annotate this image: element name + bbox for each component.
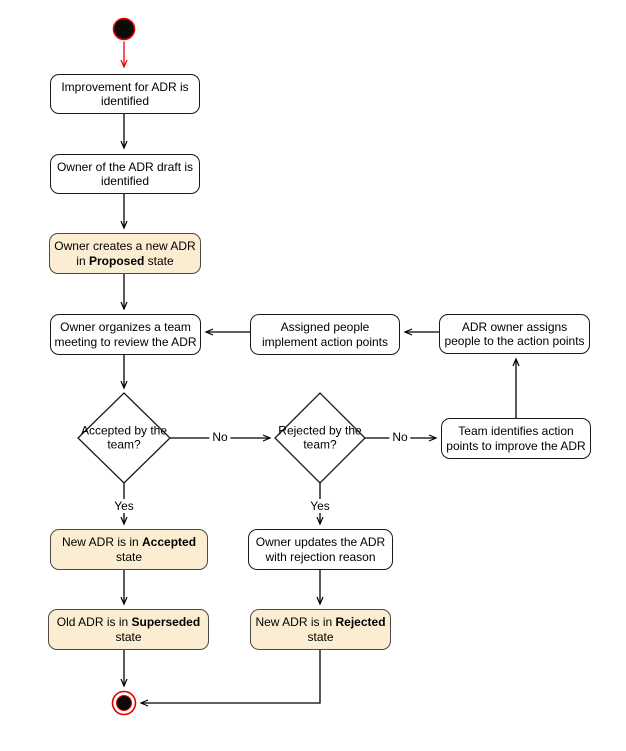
- node-owner-label: Owner of the ADR draft is identified: [56, 159, 194, 188]
- node-rejected-state: New ADR is in Rejected state: [250, 609, 391, 650]
- node-team-meeting: Owner organizes a team meeting to review…: [50, 314, 201, 355]
- node-accepted-state-label: New ADR is in Accepted state: [61, 535, 197, 564]
- node-proposed-state: Owner creates a new ADR in Proposed stat…: [49, 233, 201, 274]
- edge-label-accepted-yes: Yes: [111, 499, 137, 513]
- node-improvement-identified: Improvement for ADR is identified: [50, 74, 200, 114]
- edge-label-rejected-yes: Yes: [307, 499, 333, 513]
- node-superseded-state-label: Old ADR is in Superseded state: [56, 615, 201, 644]
- edge-label-accepted-no: No: [209, 430, 231, 444]
- initial-state-icon: [112, 17, 136, 41]
- node-identify-label: Team identifies action points to improve…: [446, 424, 586, 453]
- node-update-rejection: Owner updates the ADR with rejection rea…: [248, 529, 393, 570]
- node-owner-identified: Owner of the ADR draft is identified: [50, 154, 200, 194]
- edge-label-rejected-no: No: [389, 430, 411, 444]
- edge-rejected-state-to-end: [139, 650, 321, 707]
- decision-accepted-label: Accepted by the team?: [80, 423, 168, 452]
- node-assign-label: ADR owner assigns people to the action p…: [444, 319, 585, 348]
- node-identify-action-points: Team identifies action points to improve…: [441, 418, 591, 459]
- node-proposed-label: Owner creates a new ADR in Proposed stat…: [54, 239, 196, 268]
- node-superseded-state: Old ADR is in Superseded state: [48, 609, 209, 650]
- decision-rejected-label: Rejected by the team?: [278, 423, 362, 452]
- node-rejected-state-label: New ADR is in Rejected state: [255, 615, 386, 644]
- node-assign-people: ADR owner assigns people to the action p…: [439, 314, 590, 354]
- node-improvement-label: Improvement for ADR is identified: [61, 79, 189, 108]
- node-update-rejection-label: Owner updates the ADR with rejection rea…: [255, 535, 386, 564]
- node-implement-label: Assigned people implement action points: [261, 320, 389, 349]
- node-team-meeting-label: Owner organizes a team meeting to review…: [54, 320, 197, 349]
- node-accepted-state: New ADR is in Accepted state: [50, 529, 208, 570]
- node-implement-action-points: Assigned people implement action points: [250, 314, 400, 355]
- final-state-icon: [116, 695, 132, 711]
